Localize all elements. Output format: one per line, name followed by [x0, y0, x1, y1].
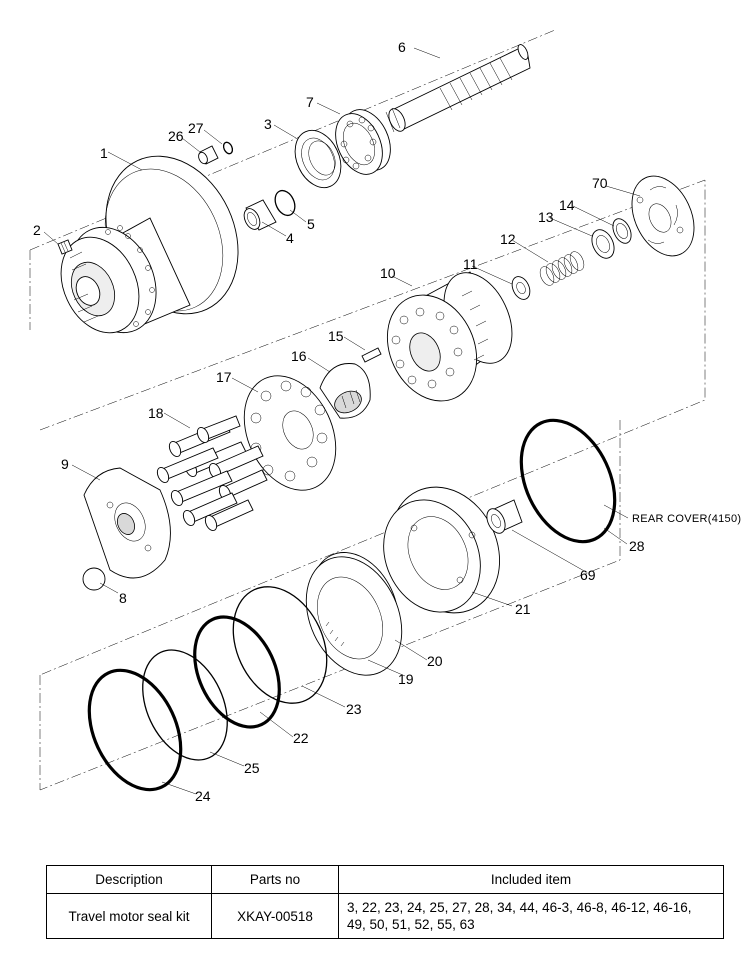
table-header-row: Description Parts no Included item — [46, 865, 724, 894]
part-label-27: 27 — [188, 120, 204, 136]
part-number-labels: 1 2 3 4 5 6 7 8 9 10 11 12 13 14 15 16 1… — [33, 39, 741, 804]
part-12-spring — [539, 251, 585, 286]
cell-parts-no: XKAY-00518 — [211, 893, 339, 939]
part-label-8: 8 — [119, 590, 127, 606]
part-label-21: 21 — [515, 601, 531, 617]
part-69-bearing — [486, 499, 523, 534]
rear-cover-note: REAR COVER(4150) — [632, 513, 741, 525]
part-21-cover — [383, 486, 500, 614]
cell-description: Travel motor seal kit — [46, 893, 212, 939]
part-label-5: 5 — [307, 216, 315, 232]
part-label-22: 22 — [293, 730, 309, 746]
part-5-o-ring — [274, 189, 296, 217]
part-28-o-ring — [519, 418, 617, 544]
part-label-70: 70 — [592, 175, 608, 191]
part-2-plug — [57, 239, 73, 255]
part-26-27-pin-ring — [198, 141, 234, 165]
part-label-17: 17 — [216, 369, 232, 385]
part-9-swash-plate — [83, 467, 171, 579]
part-8-steel-ball — [82, 567, 106, 591]
part-label-20: 20 — [427, 653, 443, 669]
part-1-housing — [60, 155, 239, 334]
part-24-ring — [87, 668, 183, 792]
part-label-13: 13 — [538, 209, 554, 225]
header-parts-no: Parts no — [211, 865, 339, 894]
header-included-item: Included item — [338, 865, 724, 894]
part-label-28: 28 — [629, 538, 645, 554]
part-label-10: 10 — [380, 265, 396, 281]
part-4-sleeve — [243, 199, 277, 231]
table-row: Travel motor seal kit XKAY-00518 3, 22, … — [46, 893, 724, 939]
part-3-oil-seal — [294, 129, 342, 189]
part-7-bearing — [335, 109, 391, 175]
part-70-valve-plate — [631, 175, 695, 257]
part-11-washer — [511, 276, 531, 300]
part-label-3: 3 — [264, 116, 272, 132]
seal-kit-table: Description Parts no Included item Trave… — [46, 865, 724, 939]
part-label-23: 23 — [346, 701, 362, 717]
part-label-14: 14 — [559, 197, 575, 213]
leader-lines — [43, 47, 641, 795]
part-label-26: 26 — [168, 128, 184, 144]
part-25-ring — [142, 649, 228, 761]
part-13-14-washers — [591, 218, 632, 259]
part-label-4: 4 — [286, 230, 294, 246]
part-16-ball-guide — [319, 363, 371, 419]
part-18-pistons — [156, 415, 268, 532]
part-label-9: 9 — [61, 456, 69, 472]
part-label-12: 12 — [500, 231, 516, 247]
exploded-parts-diagram: 1 2 3 4 5 6 7 8 9 10 11 12 13 14 15 16 1… — [29, 29, 741, 804]
part-6-shaft — [385, 44, 531, 133]
part-label-16: 16 — [291, 348, 307, 364]
part-label-19: 19 — [398, 671, 414, 687]
part-label-15: 15 — [328, 328, 344, 344]
part-10-cylinder-block — [386, 271, 513, 402]
part-15-pin — [361, 347, 382, 363]
part-label-1: 1 — [100, 145, 108, 161]
part-label-2: 2 — [33, 222, 41, 238]
part-label-18: 18 — [148, 405, 164, 421]
part-23-ring — [232, 586, 328, 704]
header-description: Description — [46, 865, 212, 894]
part-label-25: 25 — [244, 760, 260, 776]
part-label-69: 69 — [580, 567, 596, 583]
part-label-6: 6 — [398, 39, 406, 55]
part-22-ring — [193, 615, 281, 729]
part-label-24: 24 — [195, 788, 211, 804]
cell-included-items: 3, 22, 23, 24, 25, 27, 28, 34, 44, 46-3,… — [338, 893, 724, 939]
included-items-line-2: 49, 50, 51, 52, 55, 63 — [347, 917, 475, 932]
part-label-11: 11 — [463, 256, 478, 272]
part-19-friction-plate — [305, 556, 403, 676]
included-items-line-1: 3, 22, 23, 24, 25, 27, 28, 34, 44, 46-3,… — [347, 900, 692, 915]
part-label-7: 7 — [306, 94, 314, 110]
